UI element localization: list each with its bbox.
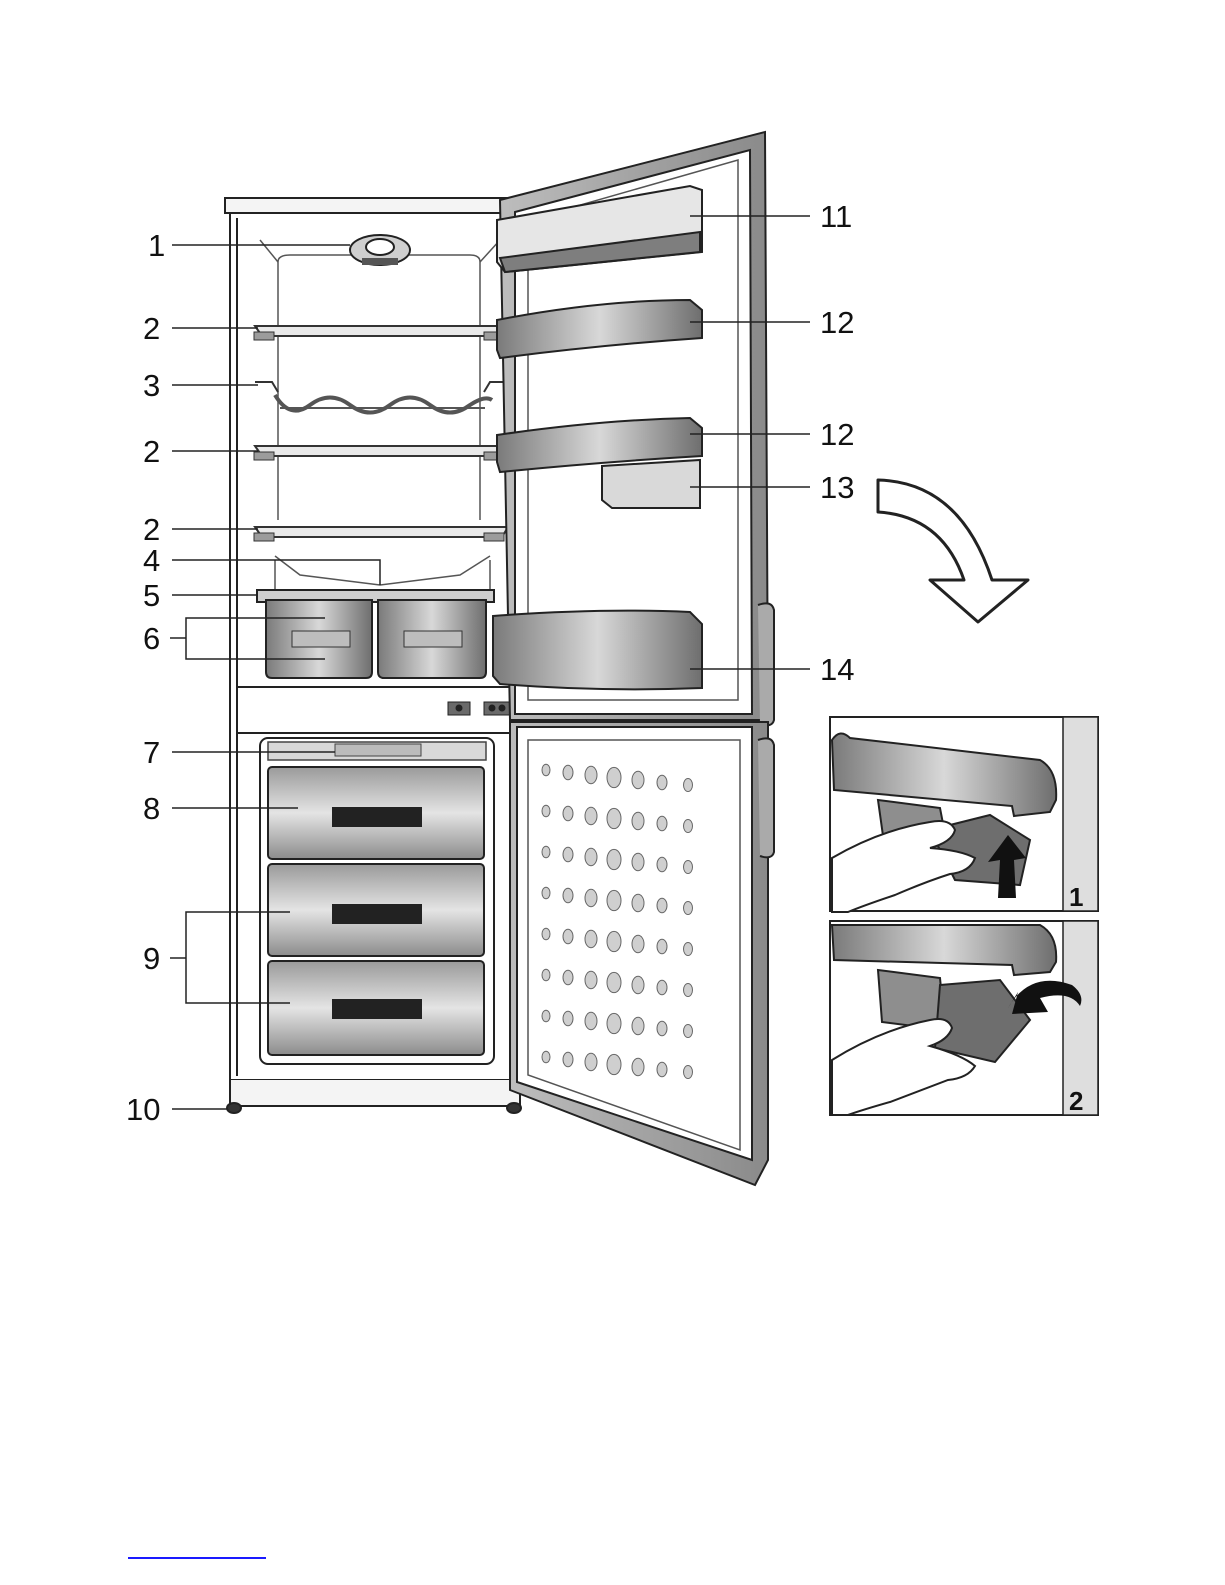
door-dimple <box>632 1017 644 1034</box>
door-dimple <box>585 889 597 906</box>
label-8: 8 <box>143 791 160 826</box>
door-dimple <box>632 976 644 993</box>
bottle-rack <box>255 382 505 413</box>
door-dimple <box>563 1011 573 1026</box>
door-dimple <box>542 1010 550 1022</box>
door-dimple <box>585 848 597 865</box>
door-dimple <box>607 972 621 992</box>
door-dimple <box>632 771 644 788</box>
door-dimple <box>657 857 667 872</box>
door-dimple <box>563 806 573 821</box>
door-dimple <box>632 853 644 870</box>
label-1: 1 <box>148 228 165 263</box>
step-number-1: 1 <box>1069 882 1083 912</box>
inset-step-2: 2 <box>830 921 1098 1116</box>
door-dimple <box>585 930 597 947</box>
footer-rule <box>128 1557 266 1559</box>
door-dimple <box>607 808 621 828</box>
label-7: 7 <box>143 735 160 770</box>
label-4: 4 <box>143 543 160 578</box>
door-dimple <box>632 935 644 952</box>
door-dimple <box>684 778 693 791</box>
label-13: 13 <box>820 470 854 505</box>
door-dimple <box>607 890 621 910</box>
door-dimple <box>607 931 621 951</box>
door-dimple <box>585 1012 597 1029</box>
door-dimple <box>542 928 550 940</box>
door-dimple <box>563 1052 573 1067</box>
door-dimple <box>657 816 667 831</box>
door-dimple <box>657 1062 667 1077</box>
door-dimple <box>632 812 644 829</box>
label-6: 6 <box>143 621 160 656</box>
glass-shelf <box>255 326 508 537</box>
door-dimple <box>684 860 693 873</box>
door-dimple <box>684 983 693 996</box>
inset-step-1: 1 <box>830 717 1098 912</box>
door-dimple <box>657 939 667 954</box>
door-dimple <box>684 901 693 914</box>
shelf-brackets <box>254 332 504 541</box>
light-unit <box>350 235 410 265</box>
door-dimple <box>585 971 597 988</box>
door-dimple <box>607 767 621 787</box>
door-dimple <box>632 894 644 911</box>
door-dimple <box>607 1013 621 1033</box>
label-12-lower: 12 <box>820 417 854 452</box>
label-11: 11 <box>820 199 852 234</box>
crisper-cover <box>275 556 490 590</box>
door-dimple <box>585 807 597 824</box>
door-dimple <box>657 980 667 995</box>
door-dimple <box>684 1065 693 1078</box>
door-dimple <box>607 849 621 869</box>
door-dimple <box>563 888 573 903</box>
door-dimple <box>657 775 667 790</box>
step-number-2: 2 <box>1069 1086 1083 1116</box>
door-dimple <box>563 765 573 780</box>
label-10: 10 <box>126 1092 160 1127</box>
door-dimple <box>563 847 573 862</box>
door-dimple <box>657 898 667 913</box>
label-3: 3 <box>143 368 160 403</box>
label-2-lower: 2 <box>143 512 160 547</box>
label-2-middle: 2 <box>143 434 160 469</box>
door-dimple <box>684 942 693 955</box>
door-shelf-bottle <box>493 611 702 690</box>
label-9: 9 <box>143 941 160 976</box>
door-dimple <box>684 1024 693 1037</box>
door-dimple <box>542 764 550 776</box>
door-dimple <box>563 970 573 985</box>
door-dimple <box>585 766 597 783</box>
door-dimple <box>684 819 693 832</box>
door-dimple <box>632 1058 644 1075</box>
freezer-door <box>510 722 774 1185</box>
door-dimple <box>542 969 550 981</box>
door-dimple <box>542 887 550 899</box>
door-dimple <box>542 805 550 817</box>
label-5: 5 <box>143 578 160 613</box>
label-14: 14 <box>820 652 854 687</box>
crisper-drawers <box>266 600 486 678</box>
egg-tray <box>602 460 700 508</box>
door-dimple <box>542 846 550 858</box>
door-dimple <box>657 1021 667 1036</box>
door-dimple <box>542 1051 550 1063</box>
label-12-upper: 12 <box>820 305 854 340</box>
door-dimple <box>585 1053 597 1070</box>
door-dimple <box>607 1054 621 1074</box>
door-dimple <box>563 929 573 944</box>
curved-arrow-icon <box>878 480 1028 622</box>
freezer-drawers <box>268 767 484 1055</box>
label-2-upper: 2 <box>143 311 160 346</box>
